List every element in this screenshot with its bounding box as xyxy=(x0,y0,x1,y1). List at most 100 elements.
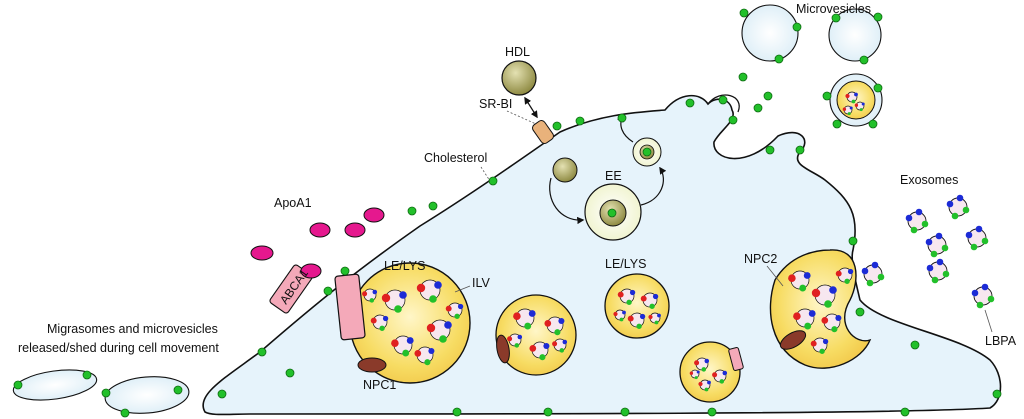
cholesterol-dot xyxy=(831,13,841,23)
cholesterol-dot xyxy=(559,348,565,353)
cholesterol-dot xyxy=(859,55,869,65)
lbpa-dot xyxy=(926,264,934,272)
npc2-dot xyxy=(810,340,817,347)
cholesterol-dot xyxy=(514,343,520,348)
npc2-dot xyxy=(835,270,842,277)
cholesterol-dot xyxy=(900,407,910,417)
lbpa-dot xyxy=(849,106,853,110)
npc2-dot xyxy=(788,274,796,282)
cholesterol-dot xyxy=(831,326,838,333)
cholesterol-dot xyxy=(539,354,546,361)
cholesterol-dot xyxy=(873,83,883,93)
label-cholesterol: Cholesterol xyxy=(424,151,487,165)
sr-bi-pointer xyxy=(506,110,537,125)
lysosome-left xyxy=(334,262,471,384)
cholesterol-dot xyxy=(739,8,749,18)
cholesterol-dot xyxy=(82,370,92,380)
cholesterol-dot xyxy=(822,91,832,101)
label-le-lys-left: LE/LYS xyxy=(384,259,425,273)
label-ee: EE xyxy=(605,169,622,183)
cholesterol-dot xyxy=(428,201,438,211)
npc1-protein xyxy=(357,357,387,373)
lbpa-dot xyxy=(558,317,565,325)
cholesterol-dot xyxy=(543,407,553,417)
label-ilv: ILV xyxy=(472,276,490,290)
lbpa-dot xyxy=(543,342,550,350)
cholesterol-dot xyxy=(799,284,807,292)
cholesterol-dot xyxy=(323,286,333,296)
cholesterol-dot xyxy=(931,276,939,284)
lbpa-dot xyxy=(444,321,452,329)
cholesterol-dot xyxy=(868,119,878,129)
lbpa-dot xyxy=(835,314,842,322)
lbpa-dot xyxy=(704,358,710,364)
npc2-dot xyxy=(370,317,377,324)
membrane-bleb xyxy=(707,94,740,113)
cholesterol-dot xyxy=(704,387,709,392)
lbpa-dot xyxy=(696,370,700,374)
npc2-dot xyxy=(445,305,452,312)
exosome xyxy=(967,228,987,248)
lbpa-dot xyxy=(382,315,389,322)
cholesterol-dot xyxy=(921,220,929,228)
npc2-dot xyxy=(544,320,552,327)
cholesterol-dot xyxy=(369,298,375,303)
cholesterol-dot xyxy=(13,380,23,390)
apoa1-particle xyxy=(344,222,366,238)
hdl-exchange-arrow xyxy=(524,96,538,119)
lbpa-dot xyxy=(406,337,414,344)
lbpa-dot xyxy=(528,310,536,317)
apoa1-particle xyxy=(363,207,385,223)
npc2-dot xyxy=(648,314,653,320)
cholesterol-dot xyxy=(552,121,562,131)
npc2-dot xyxy=(381,293,391,303)
cholesterol-dot xyxy=(765,145,775,155)
lbpa-dot xyxy=(657,313,661,318)
label-migrasomes-line1: Migrasomes and microvesicles xyxy=(47,322,218,336)
cholesterol-dot xyxy=(992,389,1002,399)
label-le-lys-mid: LE/LYS xyxy=(605,257,646,271)
npc2-dot xyxy=(391,339,399,347)
cholesterol-dot xyxy=(753,103,763,113)
hdl-particle xyxy=(501,60,537,96)
cholesterol-dot xyxy=(120,408,130,418)
cholesterol-dot xyxy=(941,244,949,252)
cholesterol-dot xyxy=(910,226,918,234)
lbpa-dot xyxy=(622,310,626,315)
cholesterol-dot xyxy=(987,295,995,303)
lbpa-dot xyxy=(935,232,943,240)
sr-bi-receptor xyxy=(532,120,554,144)
lbpa-dot xyxy=(652,293,659,300)
lbpa-dot xyxy=(434,281,442,289)
lbpa-dot xyxy=(722,370,728,376)
lbpa-dot xyxy=(457,303,464,310)
cholesterol-dot xyxy=(402,349,410,357)
cholesterol-dot xyxy=(340,266,350,276)
cholesterol-dot xyxy=(554,329,561,336)
cholesterol-dot xyxy=(795,145,805,155)
cholesterol-dot xyxy=(951,212,959,220)
lbpa-dot xyxy=(965,231,973,239)
exosome xyxy=(948,197,968,217)
npc2-dot xyxy=(362,291,368,297)
npc2-dot xyxy=(712,372,718,378)
cholesterol-dot xyxy=(685,98,695,108)
cholesterol-dot xyxy=(792,22,802,32)
cholesterol-dot xyxy=(285,368,295,378)
npc2-dot xyxy=(613,311,618,317)
cholesterol-dot xyxy=(524,322,532,330)
lbpa-dot xyxy=(946,200,954,208)
cholesterol-dot xyxy=(379,325,385,331)
cholesterol-dot xyxy=(866,279,874,287)
label-npc1: NPC1 xyxy=(363,378,396,392)
cholesterol-dot xyxy=(173,385,183,395)
cholesterol-dot xyxy=(970,243,978,251)
cholesterol-dot xyxy=(930,250,938,258)
lbpa-dot xyxy=(822,338,829,345)
cholesterol-dot xyxy=(859,108,863,112)
label-npc2: NPC2 xyxy=(744,252,777,266)
lbpa-dot xyxy=(399,291,407,299)
cholesterol-dot xyxy=(575,116,585,126)
cholesterol-dot xyxy=(620,407,630,417)
lbpa-pointer xyxy=(984,309,993,333)
